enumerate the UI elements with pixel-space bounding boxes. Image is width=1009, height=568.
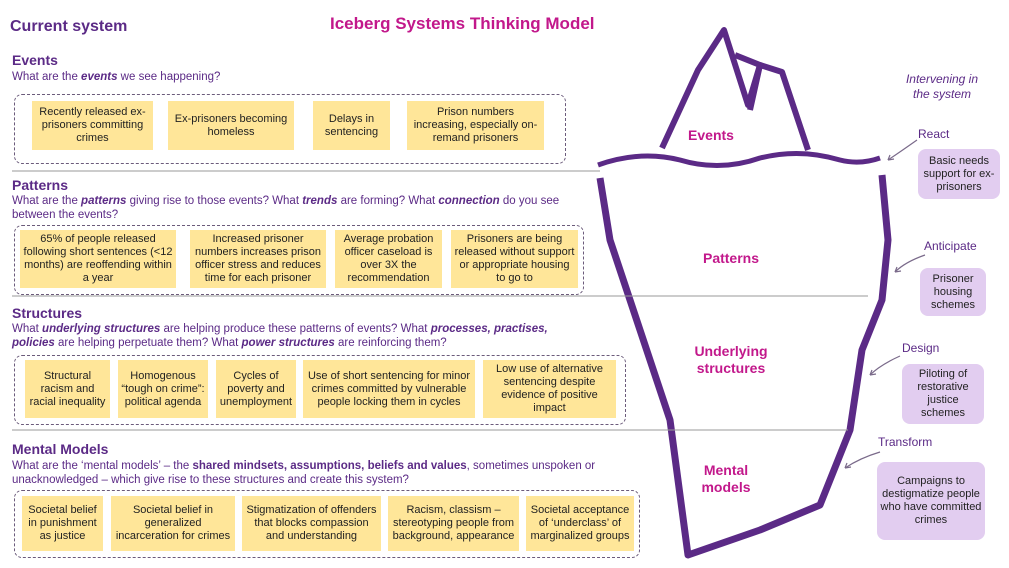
events-group [14, 94, 566, 164]
events-question: What are the events we see happening? [12, 71, 221, 83]
mental-models-card: Racism, classism – stereotyping people f… [388, 496, 519, 551]
structures-card: Homogenous “tough on crime”: political a… [118, 360, 208, 418]
react-arrowhead [887, 154, 895, 161]
iceberg-body-outline [596, 174, 892, 559]
iceberg-tip-outline [659, 27, 811, 151]
events-card: Delays in sentencing [313, 101, 390, 150]
design-arrow [869, 355, 901, 376]
patterns-group [14, 225, 584, 295]
mental-models-question: What are the ‘mental models’ – the share… [12, 460, 596, 486]
patterns-card: Prisoners are being released without sup… [451, 230, 578, 288]
events-heading: Events [12, 52, 58, 68]
react-arrow [887, 139, 918, 161]
iceberg-label-events: Events [688, 127, 734, 143]
patterns-card: Average probation officer caseload is ov… [335, 230, 442, 288]
react-card: Basic needs support for ex-prisoners [918, 149, 1000, 199]
mental-models-card: Societal belief in generalized incarcera… [111, 496, 235, 551]
events-card: Ex-prisoners becoming homeless [168, 101, 294, 150]
anticipate-label: Anticipate [924, 239, 977, 253]
patterns-card: 65% of people released following short s… [20, 230, 176, 288]
anticipate-arrow [894, 254, 926, 273]
transform-arrow [844, 451, 881, 469]
structures-card: Use of short sentencing for minor crimes… [303, 360, 475, 418]
water-line [597, 151, 881, 168]
anticipate-card: Prisoner housing schemes [920, 268, 986, 316]
patterns-question: What are the patterns giving rise to tho… [12, 195, 560, 221]
anticipate-arrowhead [894, 266, 902, 273]
structures-card: Low use of alternative sentencing despit… [483, 360, 616, 418]
transform-arrowhead [844, 462, 852, 469]
page-title: Iceberg Systems Thinking Model [330, 14, 595, 33]
mental-models-heading: Mental Models [12, 441, 109, 457]
current-system-title: Current system [10, 18, 128, 35]
transform-card: Campaigns to destigmatize people who hav… [877, 462, 985, 540]
events-card: Recently released ex-prisoners committin… [32, 101, 153, 150]
events-card: Prison numbers increasing, especially on… [407, 101, 544, 150]
mental-models-card: Stigmatization of offenders that blocks … [242, 496, 381, 551]
structures-card: Cycles of poverty and unemployment [216, 360, 296, 418]
design-card: Piloting of restorative justice schemes [902, 364, 984, 424]
patterns-card: Increased prisoner numbers increases pri… [190, 230, 326, 288]
structures-question: What underlying structures are helping p… [12, 323, 548, 349]
structures-heading: Structures [12, 305, 83, 321]
patterns-heading: Patterns [12, 177, 69, 193]
structures-card: Structural racism and racial inequality [25, 360, 110, 418]
structures-group [14, 355, 626, 425]
iceberg-tip-inner [733, 52, 763, 111]
design-arrowhead [869, 369, 877, 376]
mental-models-card: Societal belief in punishment as justice [22, 496, 103, 551]
transform-label: Transform [878, 435, 933, 449]
mental-models-card: Societal acceptance of ‘underclass’ of m… [526, 496, 634, 551]
mental-models-group [14, 490, 640, 558]
design-label: Design [902, 341, 940, 355]
react-label: React [918, 127, 950, 141]
iceberg-label-patterns: Patterns [702, 250, 760, 266]
